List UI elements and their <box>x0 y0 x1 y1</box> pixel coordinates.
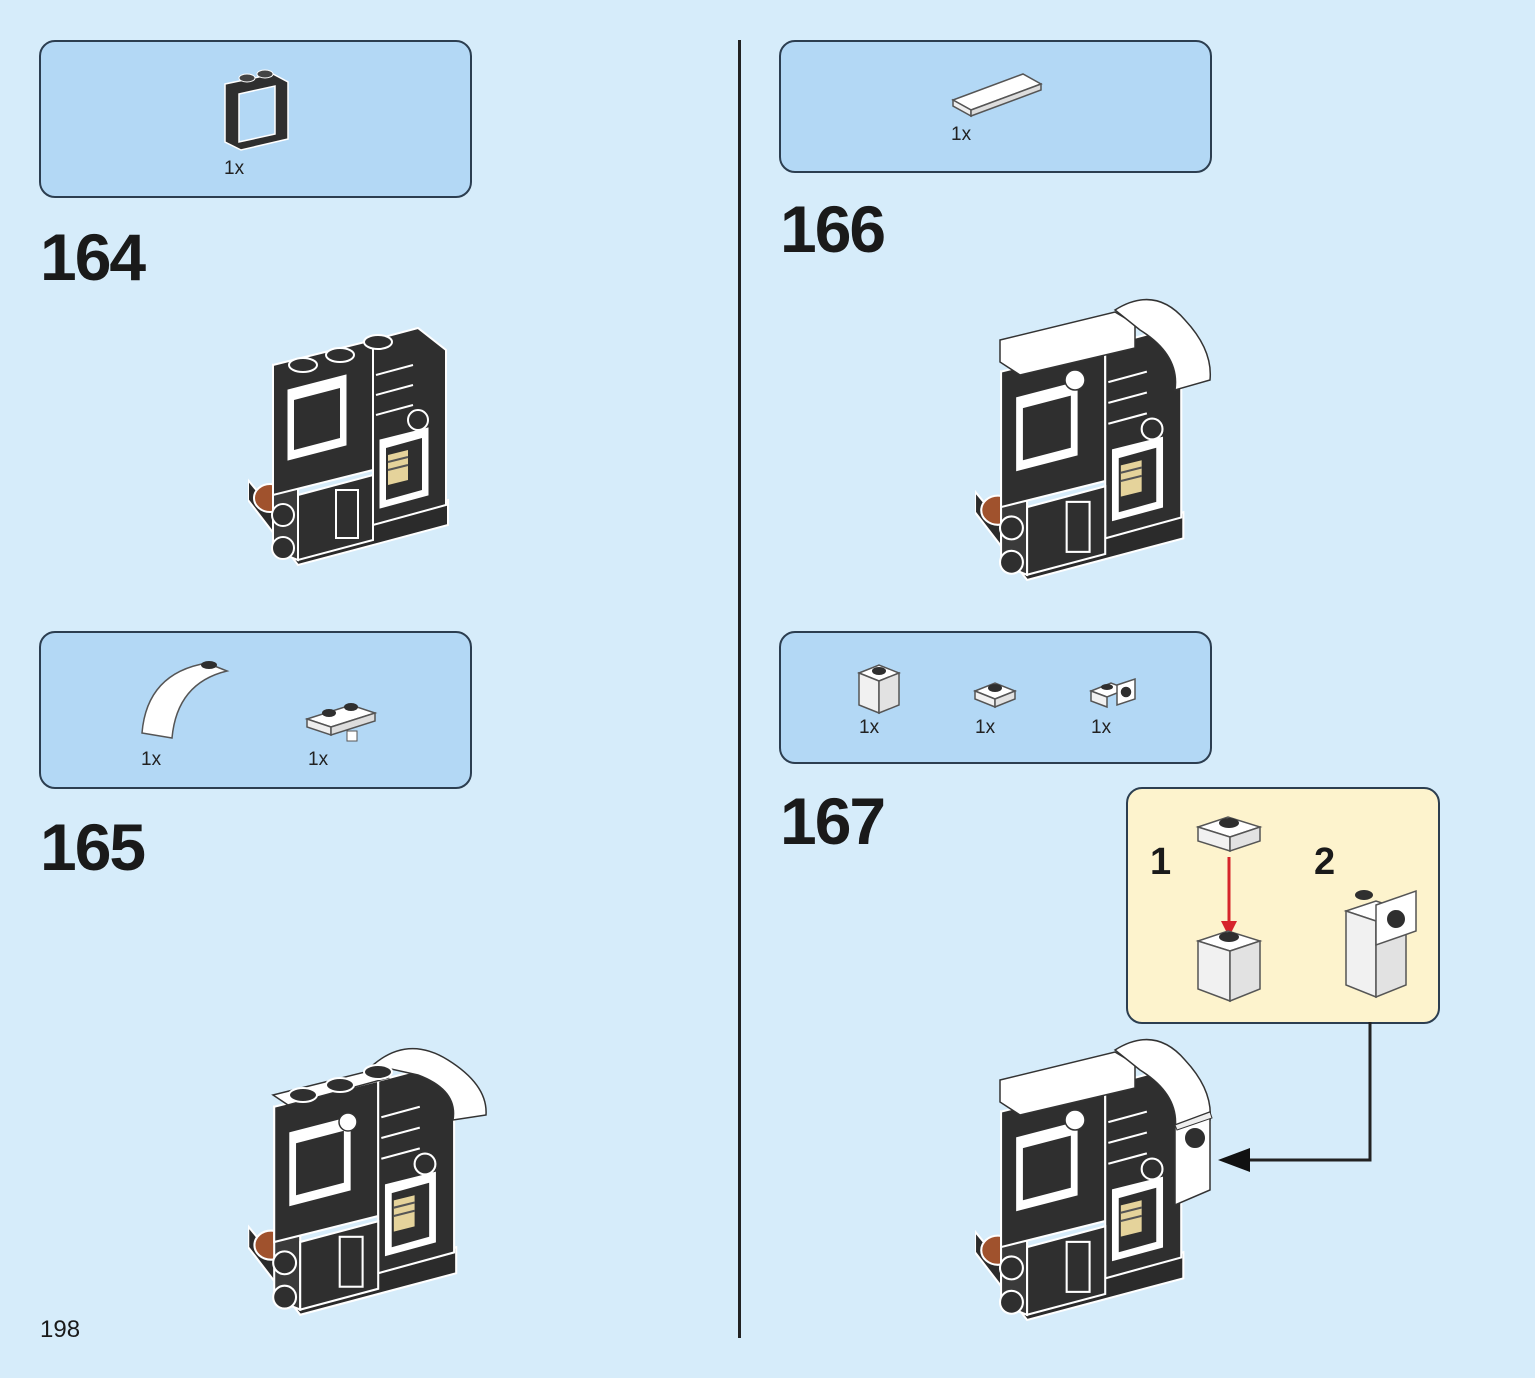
step-number-164: 164 <box>40 220 146 294</box>
assembly-step-164-image <box>248 320 488 570</box>
parts-box-step-165: 1x 1x <box>39 631 472 789</box>
part-qty: 1x <box>859 717 880 738</box>
white-plate-1x1-icon <box>972 682 1018 709</box>
assembly-step-166-image <box>975 298 1212 570</box>
parts-box-step-167: 1x 1x 1x <box>779 631 1212 764</box>
step-number-165: 165 <box>40 810 146 884</box>
part-qty: 1x <box>224 158 245 179</box>
parts-box-step-164: 1x <box>39 40 472 198</box>
parts-box-step-166: 1x <box>779 40 1212 173</box>
page-number: 198 <box>40 1316 81 1343</box>
part-qty: 1x <box>1091 717 1112 738</box>
step-number-166: 166 <box>780 192 886 266</box>
white-curved-slope-icon <box>141 661 230 739</box>
sub-assembly-callout: 1 2 <box>1126 787 1440 1024</box>
sub-step-number-2: 2 <box>1314 841 1336 883</box>
white-brick-1x1-icon <box>856 664 902 715</box>
step-number-167: 167 <box>780 784 886 858</box>
part-qty: 1x <box>308 749 329 770</box>
black-frame-1x2x2-icon <box>224 69 289 151</box>
part-qty: 1x <box>141 749 162 770</box>
assembly-step-167-image <box>975 1038 1213 1310</box>
sub-step-2-image <box>1343 889 1417 999</box>
part-qty: 1x <box>951 124 972 145</box>
callout-connector-arrow <box>1218 1022 1372 1172</box>
white-plate-clip-icon <box>304 703 378 742</box>
sub-step-number-1: 1 <box>1150 841 1172 883</box>
part-qty: 1x <box>975 717 996 738</box>
white-tile-1x4-icon <box>951 73 1043 118</box>
white-bracket-icon <box>1088 677 1136 709</box>
sub-step-1-image <box>1195 816 1263 1003</box>
assembly-step-165-image <box>248 1048 487 1310</box>
page-divider <box>738 40 741 1338</box>
